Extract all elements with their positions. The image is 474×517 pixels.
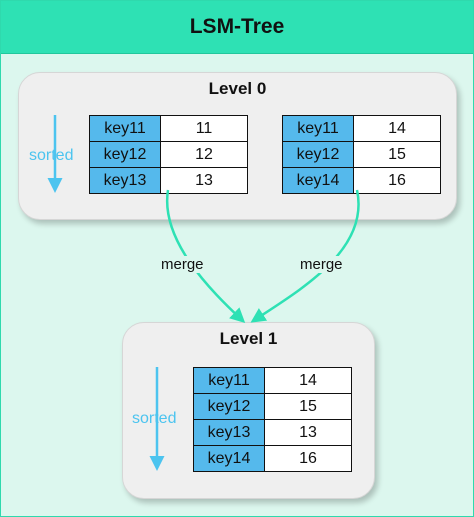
header-bar: LSM-Tree: [1, 1, 473, 54]
value-cell: 11: [160, 115, 248, 142]
key-cell: key11: [193, 367, 265, 394]
table-row: key12 15: [282, 141, 441, 168]
table-row: key11 11: [89, 115, 248, 142]
value-cell: 13: [264, 419, 352, 446]
key-cell: key12: [282, 141, 354, 168]
merge-label-left: merge: [159, 256, 206, 273]
table-row: key14 16: [193, 445, 352, 472]
table-row: key11 14: [282, 115, 441, 142]
level-0-table-a: key11 11 key12 12 key13 13: [89, 115, 248, 194]
table-row: key12 15: [193, 393, 352, 420]
key-cell: key13: [89, 167, 161, 194]
table-row: key13 13: [89, 167, 248, 194]
table-row: key13 13: [193, 419, 352, 446]
value-cell: 13: [160, 167, 248, 194]
level-0-table-b: key11 14 key12 15 key14 16: [282, 115, 441, 194]
merge-label-right: merge: [298, 256, 345, 273]
level-1-sorted-label: sorted: [132, 410, 177, 427]
value-cell: 12: [160, 141, 248, 168]
level-0-box: Level 0 sorted key11 11 key12 12 key13 1…: [18, 72, 457, 220]
value-cell: 16: [353, 167, 441, 194]
table-row: key14 16: [282, 167, 441, 194]
level-1-table: key11 14 key12 15 key13 13 key14 16: [193, 367, 352, 472]
level-1-title: Level 1: [219, 329, 278, 348]
value-cell: 14: [264, 367, 352, 394]
key-cell: key11: [89, 115, 161, 142]
value-cell: 15: [353, 141, 441, 168]
level-0-sorted-label: sorted: [29, 147, 74, 164]
level-1-box: Level 1 sorted key11 14 key12 15 key13 1…: [122, 322, 375, 499]
value-cell: 15: [264, 393, 352, 420]
key-cell: key13: [193, 419, 265, 446]
diagram-title: LSM-Tree: [189, 15, 285, 38]
key-cell: key14: [193, 445, 265, 472]
value-cell: 16: [264, 445, 352, 472]
level-0-title: Level 0: [208, 79, 267, 98]
table-row: key11 14: [193, 367, 352, 394]
value-cell: 14: [353, 115, 441, 142]
key-cell: key14: [282, 167, 354, 194]
